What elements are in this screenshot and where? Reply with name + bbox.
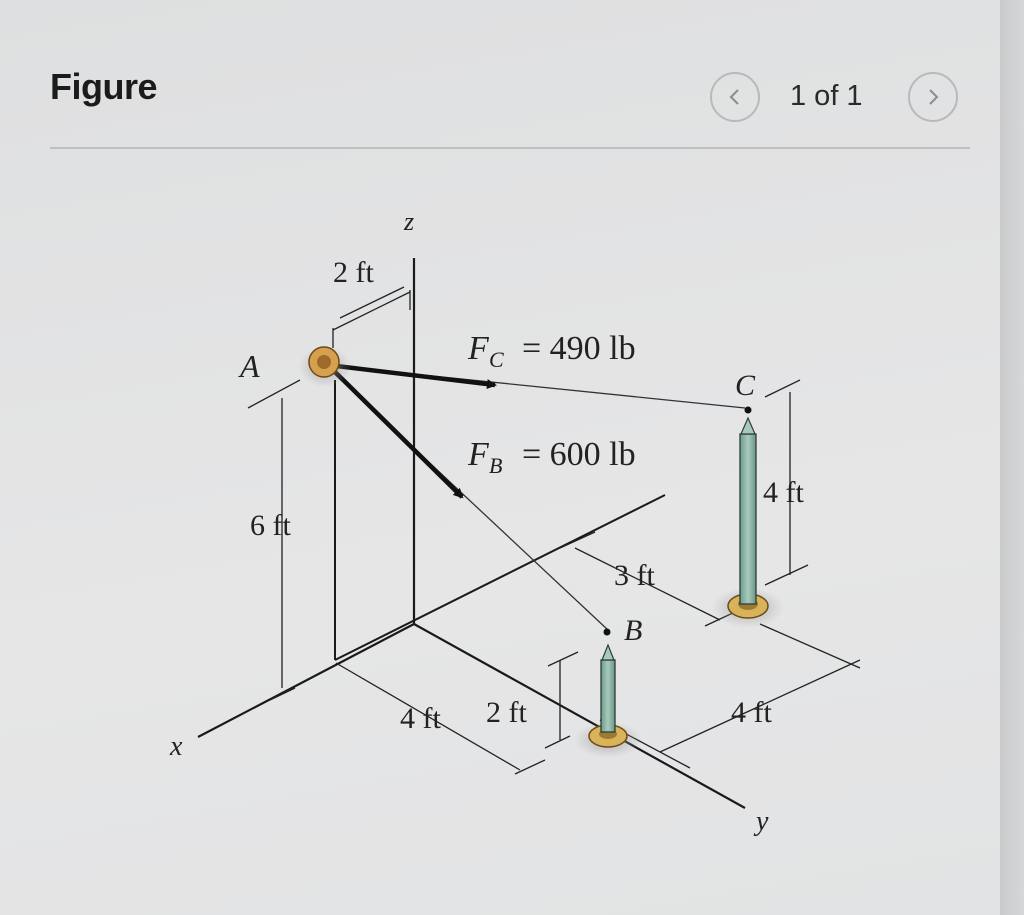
bracket-a <box>299 346 351 387</box>
page-counter: 1 of 1 <box>790 80 863 112</box>
window-edge <box>1000 0 1024 915</box>
statics-figure: z x y A B C F C = 490 lb F B = 600 lb 2 … <box>169 207 861 837</box>
force-c-label: F C = 490 lb <box>467 330 636 372</box>
dim-4ft-c: 4 ft <box>763 476 804 509</box>
axes <box>197 258 746 809</box>
dim-4ft-bottom-left: 4 ft <box>400 702 441 735</box>
point-b-label: B <box>624 614 642 647</box>
post-b <box>574 628 642 758</box>
force-arrows <box>326 362 497 499</box>
previous-button[interactable] <box>710 72 760 122</box>
point-a-label: A <box>238 348 260 384</box>
chevron-left-icon <box>729 89 739 105</box>
post-c <box>712 406 784 628</box>
back-ground-line <box>334 494 666 661</box>
force-b-symbol: F <box>467 436 490 473</box>
dim-3ft: 3 ft <box>614 559 655 592</box>
axis-x-label: x <box>169 731 183 762</box>
chevron-right-icon <box>929 89 939 105</box>
y-axis <box>413 623 746 809</box>
dim-2ft-bottom: 2 ft <box>486 696 527 729</box>
header-divider <box>50 147 970 149</box>
dimension-lines <box>247 286 861 775</box>
force-b-value: = 600 lb <box>522 436 636 473</box>
figure-panel <box>0 0 1000 915</box>
cable-lines <box>324 364 746 631</box>
force-c-subscript: C <box>489 347 504 372</box>
next-button[interactable] <box>908 72 958 122</box>
point-c-label: C <box>735 369 756 402</box>
force-b-label: F B = 600 lb <box>467 436 636 478</box>
axis-y-label: y <box>753 806 769 837</box>
force-c-value: = 490 lb <box>522 330 636 367</box>
dim-4ft-bottom-right: 4 ft <box>731 696 772 729</box>
force-c-symbol: F <box>467 330 490 367</box>
axis-z-label: z <box>403 207 414 236</box>
force-arrow-b <box>326 363 464 499</box>
force-b-subscript: B <box>489 453 502 478</box>
dim-6ft: 6 ft <box>250 509 291 542</box>
dim-2ft-top: 2 ft <box>333 256 374 289</box>
force-arrow-c <box>327 362 497 390</box>
panel-title: Figure <box>50 66 158 107</box>
x-axis <box>197 623 415 738</box>
